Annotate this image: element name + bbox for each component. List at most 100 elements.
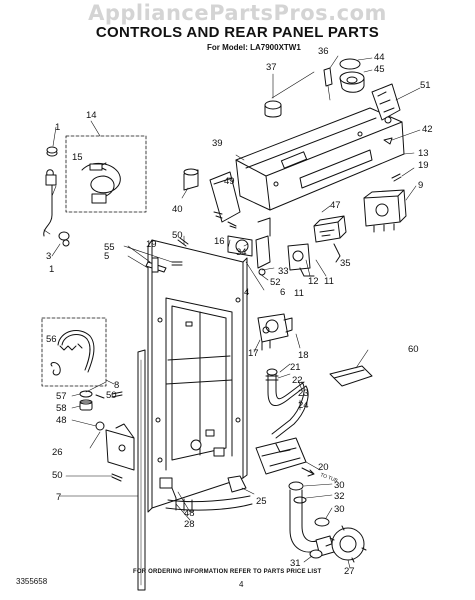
callout: 3 <box>46 251 51 262</box>
callout: 5 <box>104 251 109 262</box>
callout: 48 <box>56 415 67 426</box>
callout: 55 <box>104 242 115 253</box>
screw-right <box>391 173 402 182</box>
callout: 51 <box>420 80 431 91</box>
callout: 14 <box>86 110 97 121</box>
callout: 12 <box>308 276 319 287</box>
callout: 34 <box>236 247 247 258</box>
strain-relief-part <box>46 126 58 157</box>
ordering-note: FOR ORDERING INFORMATION REFER TO PARTS … <box>133 569 322 575</box>
callout: 13 <box>418 148 429 159</box>
drain-hose-drawing <box>50 330 95 376</box>
callout: 30 <box>334 504 345 515</box>
callout: 19 <box>418 160 429 171</box>
callout: 36 <box>318 46 329 57</box>
control-bracket-drawing <box>227 217 271 276</box>
callout: 49 <box>224 176 235 187</box>
callout: 47 <box>330 200 341 211</box>
page-number: 4 <box>239 580 244 589</box>
hose-connector-parts <box>79 390 105 431</box>
screw-parts <box>111 237 189 482</box>
callout: 35 <box>340 258 351 269</box>
callout: 21 <box>290 362 301 373</box>
callout: 56 <box>46 334 57 345</box>
pressure-switch-drawing <box>287 243 315 277</box>
console-screws <box>213 211 237 229</box>
pump-bracket-drawing <box>255 437 307 475</box>
callout: 50 <box>106 390 117 401</box>
power-cord-group-box <box>65 135 147 213</box>
callout: 22 <box>292 375 303 386</box>
callout: 60 <box>408 344 419 355</box>
callout: 7 <box>56 492 61 503</box>
callout: 9 <box>418 180 423 191</box>
callout: 30 <box>334 480 345 491</box>
callout: 15 <box>72 152 83 163</box>
callout: 8 <box>114 380 119 391</box>
callout: 26 <box>52 447 63 458</box>
power-cord-drawing <box>81 162 121 204</box>
callout: 6 <box>280 287 285 298</box>
callout: 17 <box>248 348 259 359</box>
callout: 45 <box>374 64 385 75</box>
hose-clamp-part <box>227 475 247 493</box>
callout: 28 <box>184 519 195 530</box>
callout: 11 <box>294 288 304 299</box>
callout: 27 <box>344 566 355 577</box>
callout: 20 <box>318 462 329 473</box>
callout: 39 <box>212 138 223 149</box>
inlet-hose-drawing <box>271 381 309 439</box>
callout: 37 <box>266 62 277 73</box>
leader-lines <box>43 55 421 569</box>
callout-numbers: 1 14 15 3 1 55 5 19 50 16 34 33 52 6 4 3… <box>46 46 433 577</box>
clip-part <box>383 137 393 145</box>
callout: 18 <box>298 350 309 361</box>
console-drawing <box>235 107 405 211</box>
drain-pump-drawing <box>288 481 367 563</box>
knob-part <box>183 168 199 191</box>
callout: 42 <box>422 124 433 135</box>
lint-filter-part <box>329 365 373 387</box>
wire-part <box>333 243 341 263</box>
to-tub-arrow <box>301 467 315 477</box>
callout: 50 <box>172 230 183 241</box>
callout: 19 <box>146 239 157 250</box>
water-valve-drawing <box>257 313 293 351</box>
water-level-switch-drawing <box>313 215 347 243</box>
clamp-part <box>58 231 70 247</box>
callout: 24 <box>298 400 309 411</box>
callout: 1 <box>49 264 54 275</box>
side-strap-drawing <box>137 349 146 591</box>
wire-clip-part <box>145 257 167 273</box>
hose-bracket-drawing <box>105 423 135 471</box>
callout: 57 <box>56 391 67 402</box>
callout: 31 <box>290 558 301 569</box>
selector-knob-part <box>323 58 365 101</box>
callout: 52 <box>270 277 281 288</box>
callout: 48 <box>184 508 195 519</box>
callout: 4 <box>244 287 249 298</box>
callout: 16 <box>214 236 225 247</box>
pump-body <box>329 525 367 563</box>
callout: 58 <box>56 403 67 414</box>
callout: 50 <box>52 470 63 481</box>
diagram-title: CONTROLS AND REAR PANEL PARTS <box>95 24 380 41</box>
callout: 1 <box>55 122 60 133</box>
callout: 23 <box>298 388 309 399</box>
callout: 40 <box>172 204 183 215</box>
model-label: For Model: LA7900XTW1 <box>207 43 301 52</box>
hose-kit-box <box>41 317 107 387</box>
lid-switch-drawing <box>371 83 401 124</box>
callout: 32 <box>334 491 345 502</box>
fill-hose-drawing <box>265 368 307 406</box>
timer-knob-part <box>264 73 282 118</box>
callout: 11 <box>324 276 334 287</box>
rear-panel-drawing <box>147 239 248 513</box>
document-number: 3355658 <box>16 577 48 586</box>
end-cap-drawing <box>209 171 241 223</box>
callout: 33 <box>278 266 289 277</box>
timer-drawing <box>363 189 407 233</box>
callout: 44 <box>374 52 385 63</box>
